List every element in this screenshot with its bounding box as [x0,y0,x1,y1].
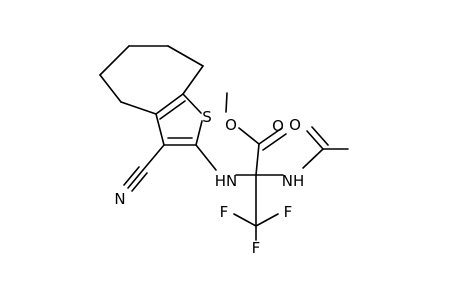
bond [123,166,140,186]
atom-label-s: S [202,108,212,126]
methyl-ester [225,92,287,151]
bond [255,213,279,227]
bond [311,126,329,146]
bond [225,92,228,113]
thiophene-ring [155,93,203,146]
atom-label-f-bottom: F [252,239,261,257]
bond [155,93,184,115]
bond [155,113,165,146]
bond [182,93,202,114]
atom-label-nh-thiophene: HN [215,172,238,190]
bond [182,65,204,95]
atom-label-f-right: F [284,203,293,221]
bond [159,100,186,120]
atom-label-f-left: F [220,203,229,221]
bond [99,74,122,103]
cycloheptane-ring [99,45,204,120]
bond [195,120,203,146]
atom-label-n-nitrile: N [114,190,125,208]
bond [302,148,324,169]
bond [238,127,260,145]
atom-label-o-acetyl: O [289,116,301,134]
bond [306,130,324,150]
nitrile-group [123,144,165,192]
atom-label-o-ester: O [272,117,284,135]
bond [120,101,157,115]
acetamide-group [302,126,349,169]
bond [131,172,148,192]
trifluoromethyl-group [233,213,279,241]
bond [195,144,217,171]
amine-linker [195,143,284,227]
bond [255,143,260,176]
bond [99,45,130,76]
bond [142,144,165,171]
bond [127,169,144,189]
bond [258,127,283,145]
bond [167,45,204,67]
atom-label-o-methoxy: O [225,116,237,134]
atom-label-nh-acetyl: NH [282,172,305,190]
bond [233,213,257,227]
bond [262,133,287,151]
